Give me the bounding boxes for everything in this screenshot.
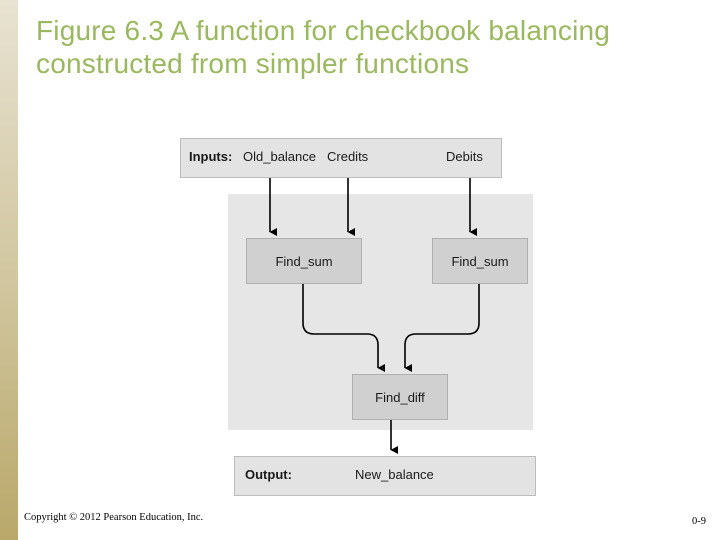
inputs-bar: Inputs: Old_balance Credits Debits xyxy=(180,138,502,178)
inputs-label: Inputs: xyxy=(189,149,233,164)
slide-accent-bar xyxy=(0,0,18,540)
find-sum-right-box: Find_sum xyxy=(432,238,528,284)
copyright-notice: Copyright © 2012 Pearson Education, Inc. xyxy=(24,512,204,523)
output-label: Output: xyxy=(245,467,292,482)
find-sum-left-box: Find_sum xyxy=(246,238,362,284)
page-title: Figure 6.3 A function for checkbook bala… xyxy=(36,15,611,79)
input-credits: Credits xyxy=(327,149,369,164)
function-composition-diagram: Inputs: Old_balance Credits Debits Find_… xyxy=(180,138,560,498)
input-old-balance: Old_balance xyxy=(243,149,316,164)
output-bar: Output: New_balance xyxy=(234,456,536,496)
output-new-balance: New_balance xyxy=(355,467,434,482)
page-number: 0-9 xyxy=(692,516,706,527)
find-diff-box: Find_diff xyxy=(352,374,448,420)
input-debits: Debits xyxy=(446,149,483,164)
